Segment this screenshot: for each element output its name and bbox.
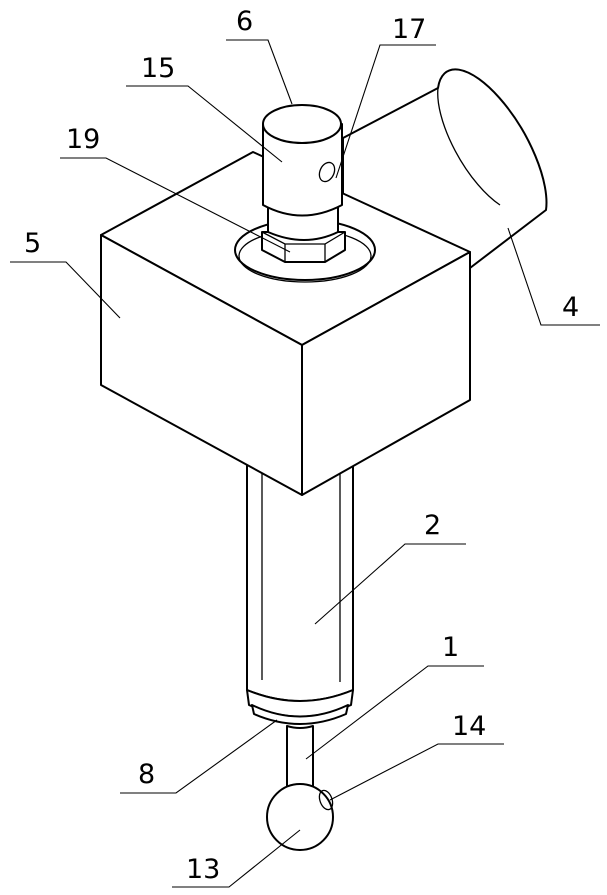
label-15: 15 [141,53,175,84]
label-4: 4 [562,292,579,323]
label-2: 2 [424,510,441,541]
label-17: 17 [392,14,426,45]
part-6-cap [262,104,342,144]
label-6: 6 [236,6,253,37]
part-14-hole [318,789,334,811]
part-8-collar [246,689,354,725]
part-1-stem [286,725,314,789]
reference-numerals: 6 17 15 19 5 4 2 1 14 8 13 [24,6,579,885]
label-8: 8 [138,759,155,790]
label-1: 1 [442,632,459,663]
label-19: 19 [66,124,100,155]
label-5: 5 [24,228,41,259]
label-14: 14 [452,711,486,742]
part-15-pin [262,104,343,241]
label-13: 13 [186,854,220,885]
leader-lines [10,39,600,888]
part-13-ball [266,783,334,851]
part-17-hole [318,161,336,183]
